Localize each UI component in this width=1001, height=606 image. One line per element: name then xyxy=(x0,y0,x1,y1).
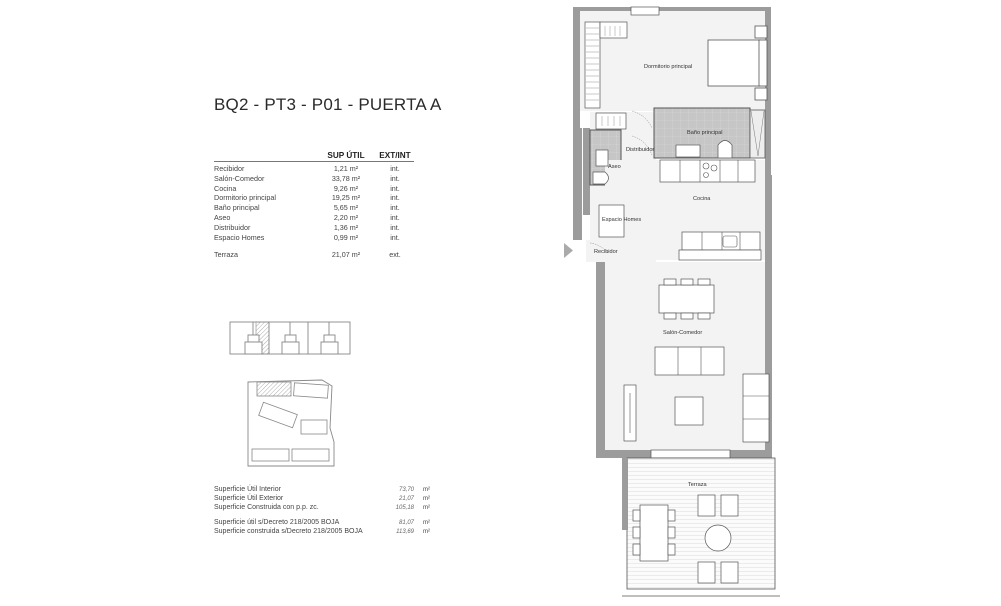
col-room xyxy=(214,151,316,160)
area-table-header: SUP ÚTIL EXT/INT xyxy=(214,151,414,162)
total-unit: m² xyxy=(423,504,430,511)
table-row: Baño principal 5,65 m² int. xyxy=(214,203,414,213)
table-row: Cocina 9,26 m² int. xyxy=(214,184,414,194)
room-area: 1,36 m² xyxy=(333,222,359,232)
col-type: EXT/INT xyxy=(379,151,411,160)
floor-plan: Dormitorio principal Baño principal Dist… xyxy=(564,6,780,597)
site-plan-key-icon xyxy=(247,379,335,467)
room-area: 21,07 m² xyxy=(331,250,361,260)
table-row: Recibidor 1,21 m² int. xyxy=(214,164,414,174)
total-value: 81,07 xyxy=(398,520,414,527)
room-type: int. xyxy=(390,193,400,203)
total-label: Superficie Útil Exterior xyxy=(214,494,284,502)
room-name: Dormitorio principal xyxy=(214,193,276,203)
room-name: Aseo xyxy=(214,212,231,222)
table-row: Salón-Comedor 33,78 m² int. xyxy=(214,174,414,184)
room-name: Terraza xyxy=(214,250,238,260)
total-value: 105,18 xyxy=(395,504,414,511)
total-unit: m² xyxy=(423,520,430,527)
table-row: Aseo 2,20 m² int. xyxy=(214,213,414,223)
total-label: Superficie Útil Interior xyxy=(214,486,281,493)
label-dormitorio: Dormitorio principal xyxy=(644,64,692,70)
label-aseo: Aseo xyxy=(608,164,621,170)
total-value: 113,69 xyxy=(396,529,414,536)
total-row: Superficie construida s/Decreto 218/2005… xyxy=(214,528,430,537)
room-type: ext. xyxy=(389,250,401,260)
total-row: Superficie Útil Interior 73,70 m² xyxy=(214,486,430,495)
total-row: Superficie útil s/Decreto 218/2005 BOJA … xyxy=(214,519,430,528)
total-unit: m² xyxy=(423,495,430,502)
table-row: Distribuidor 1,36 m² int. xyxy=(214,223,414,233)
total-label: Superficie construida s/Decreto 218/2005… xyxy=(214,528,363,536)
table-row-exterior: Terraza 21,07 m² ext. xyxy=(214,250,414,260)
total-row: Superficie Construida con p.p. zc. 105,1… xyxy=(214,504,430,513)
total-label: Superficie Construida con p.p. zc. xyxy=(214,503,319,511)
room-type: int. xyxy=(390,222,400,232)
label-terraza: Terraza xyxy=(688,482,708,488)
table-row: Espacio Homes 0,99 m² int. xyxy=(214,233,414,243)
total-row: Superficie Útil Exterior 21,07 m² xyxy=(214,495,430,504)
room-type: int. xyxy=(390,183,400,193)
area-table: SUP ÚTIL EXT/INT Recibidor 1,21 m² int. … xyxy=(214,151,414,260)
room-area: 5,65 m² xyxy=(333,203,359,213)
room-type: int. xyxy=(390,164,400,173)
room-type: int. xyxy=(390,203,400,213)
col-area: SUP ÚTIL xyxy=(327,151,365,160)
room-name: Cocina xyxy=(214,183,237,193)
label-cocina: Cocina xyxy=(693,196,711,202)
total-unit: m² xyxy=(423,529,430,536)
total-label: Superficie útil s/Decreto 218/2005 BOJA xyxy=(214,519,340,527)
room-area: 9,26 m² xyxy=(333,183,359,193)
label-distribuidor: Distribuidor xyxy=(626,147,654,153)
room-recibidor xyxy=(586,240,606,262)
room-type: int. xyxy=(390,232,400,242)
label-bano: Baño principal xyxy=(687,130,722,136)
room-area: 19,25 m² xyxy=(331,193,361,203)
unit-title: BQ2 - PT3 - P01 - PUERTA A xyxy=(214,95,442,114)
label-espacio-homes: Espacio Homes xyxy=(602,217,641,223)
room-area: 2,20 m² xyxy=(333,212,359,222)
room-name: Recibidor xyxy=(214,164,245,173)
room-name: Baño principal xyxy=(214,203,260,213)
room-bano xyxy=(653,107,751,159)
total-value: 73,70 xyxy=(398,487,414,493)
building-elevation-key-icon xyxy=(229,321,351,355)
room-area: 0,99 m² xyxy=(333,232,359,242)
label-recibidor: Recibidor xyxy=(594,249,618,255)
room-name: Espacio Homes xyxy=(214,232,265,242)
total-unit: m² xyxy=(423,487,430,493)
entrance-arrow-icon xyxy=(564,243,573,258)
room-type: int. xyxy=(390,212,400,222)
label-salon: Salón-Comedor xyxy=(663,330,702,336)
table-row: Dormitorio principal 19,25 m² int. xyxy=(214,193,414,203)
room-name: Distribuidor xyxy=(214,222,251,232)
surface-totals: Superficie Útil Interior 73,70 m² Superf… xyxy=(214,486,430,537)
room-type: int. xyxy=(390,173,400,183)
room-area: 1,21 m² xyxy=(333,164,359,173)
room-area: 33,78 m² xyxy=(331,173,361,183)
room-name: Salón-Comedor xyxy=(214,173,265,183)
total-value: 21,07 xyxy=(398,495,414,502)
